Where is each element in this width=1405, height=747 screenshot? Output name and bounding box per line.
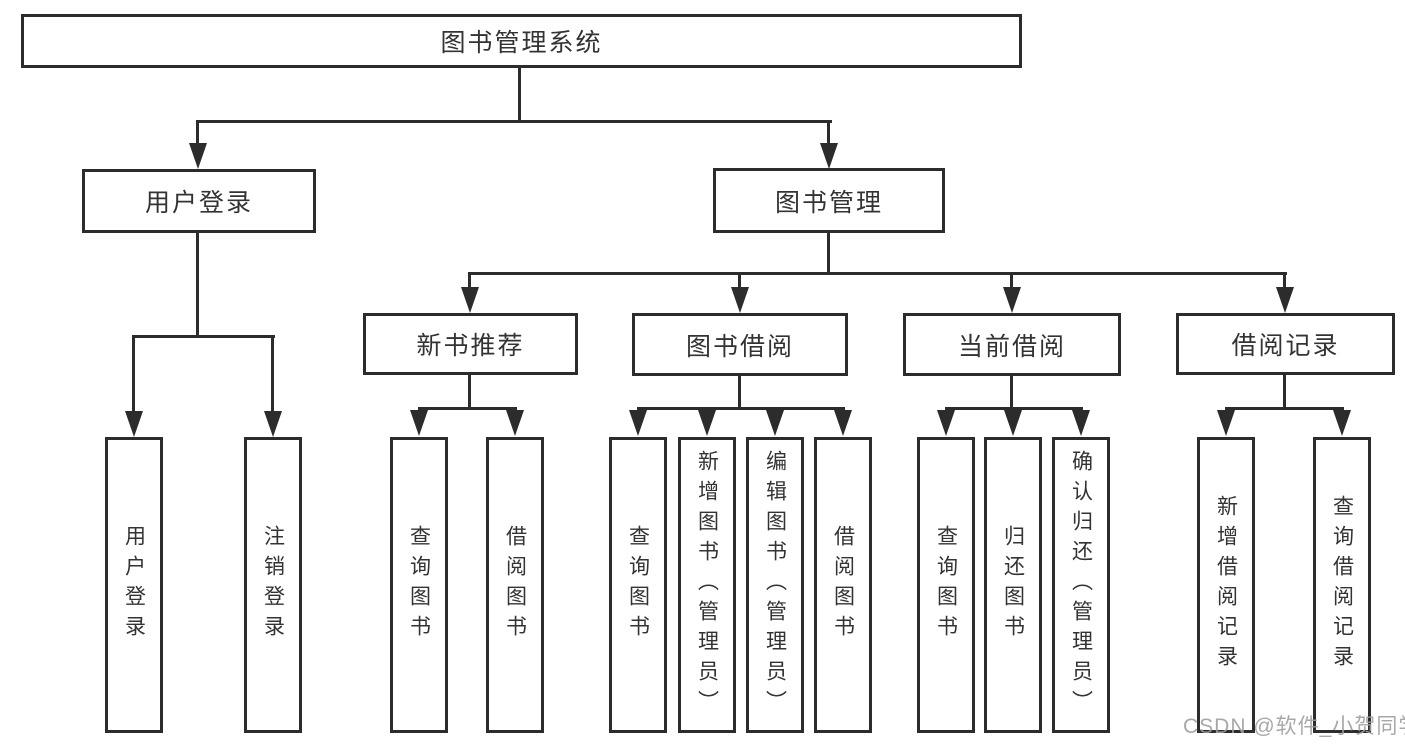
arrowhead-down-icon [264,411,282,437]
arrowhead-down-icon [461,287,479,313]
arrowhead-down-icon [1276,287,1294,313]
connector-line-vertical [271,335,274,412]
connector-line-vertical [196,233,199,337]
arrowhead-down-icon [731,287,749,313]
connector-line-vertical [1010,375,1013,409]
arrowhead-down-icon [834,410,852,436]
leaf-query-books-current: 查询图书 [917,437,975,733]
leaf-confirm-return-admin: 确认归还（管理员） [1052,437,1110,733]
leaf-borrow-books: 借阅图书 [814,437,872,733]
node-book-borrowing: 图书借阅 [632,313,848,376]
connector-line-vertical [132,335,135,412]
connector-line-horizontal [1225,407,1344,410]
connector-line-vertical [1283,272,1286,289]
csdn-watermark: CSDN @软件_小贺同学 [1183,715,1405,738]
connector-line-vertical [1010,272,1013,289]
connector-line-horizontal [469,272,1287,275]
node-current-borrowing: 当前借阅 [903,313,1121,376]
arrowhead-down-icon [1072,410,1090,436]
arrowhead-down-icon [1004,410,1022,436]
arrowhead-down-icon [189,143,207,169]
leaf-return-book: 归还图书 [984,437,1042,733]
leaf-add-book-admin: 新增图书（管理员） [678,437,736,733]
node-book-management: 图书管理 [713,168,945,233]
node-library-management-system: 图书管理系统 [21,14,1022,68]
arrowhead-down-icon [1003,287,1021,313]
arrowhead-down-icon [937,410,955,436]
arrowhead-down-icon [1217,410,1235,436]
connector-line-vertical [468,272,471,289]
leaf-borrow-books-recommend: 借阅图书 [486,437,544,733]
leaf-logout: 注销登录 [244,437,302,733]
arrowhead-down-icon [506,410,524,436]
connector-line-vertical [196,120,199,145]
arrowhead-down-icon [629,410,647,436]
leaf-query-books-borrowing: 查询图书 [609,437,667,733]
connector-line-horizontal [196,120,832,123]
connector-line-vertical [738,375,741,409]
leaf-add-borrow-record: 新增借阅记录 [1197,437,1255,733]
arrowhead-down-icon [1333,410,1351,436]
connector-line-horizontal [133,335,275,338]
connector-line-vertical [468,375,471,409]
leaf-query-books-recommend: 查询图书 [390,437,448,733]
connector-line-vertical [1283,375,1286,409]
node-borrowing-records: 借阅记录 [1176,313,1395,375]
arrowhead-down-icon [698,410,716,436]
connector-line-vertical [518,68,521,122]
connector-line-vertical [827,233,830,274]
connector-line-horizontal [945,407,1083,410]
node-new-book-recommend: 新书推荐 [363,313,578,375]
arrowhead-down-icon [766,410,784,436]
arrowhead-down-icon [410,410,428,436]
leaf-user-login: 用户登录 [105,437,163,733]
leaf-edit-book-admin: 编辑图书（管理员） [746,437,804,733]
connector-line-horizontal [637,407,845,410]
arrowhead-down-icon [820,143,838,169]
leaf-query-borrow-record: 查询借阅记录 [1313,437,1371,733]
node-user-login: 用户登录 [82,169,316,233]
arrowhead-down-icon [125,411,143,437]
connector-line-vertical [827,120,830,145]
connector-line-vertical [738,272,741,289]
connector-line-horizontal [418,407,517,410]
